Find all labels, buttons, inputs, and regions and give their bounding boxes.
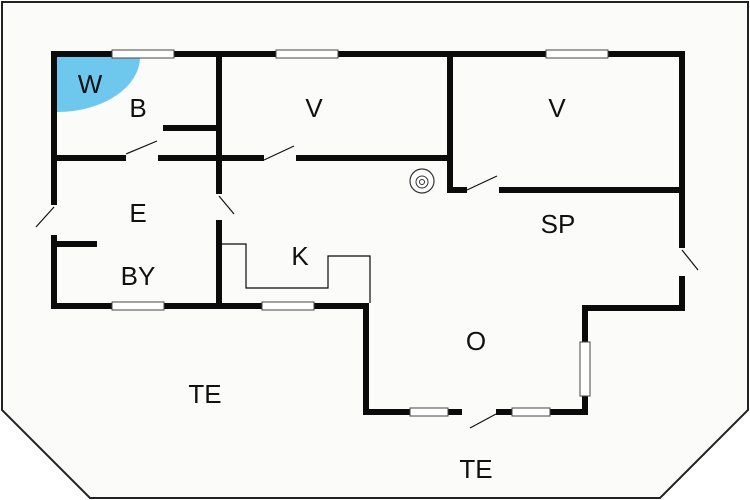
door-gap: [462, 408, 496, 416]
room-label-o: O: [466, 326, 486, 356]
window: [111, 301, 165, 311]
door-gap: [678, 248, 686, 276]
door-gap: [215, 194, 223, 220]
room-label-e: E: [129, 198, 146, 228]
door-leaf: [218, 195, 235, 215]
room-label-k: K: [291, 241, 309, 271]
house-interior: [54, 54, 682, 412]
door-leaf: [35, 206, 55, 228]
terrace-label: TE: [188, 379, 221, 409]
room-label-sp: SP: [541, 209, 576, 239]
window: [275, 49, 339, 59]
shower-area: [57, 57, 140, 112]
door-gap: [264, 154, 296, 162]
window: [111, 49, 175, 59]
kitchen-counter: [222, 243, 371, 303]
window: [579, 341, 591, 397]
windows: [111, 49, 609, 417]
door-gap: [126, 154, 158, 162]
door-leaf: [466, 175, 498, 191]
window: [511, 407, 551, 417]
room-label-v1: V: [305, 93, 323, 123]
window: [261, 301, 315, 311]
door-gap: [50, 205, 58, 235]
room-label-v2: V: [548, 93, 566, 123]
terrace-label: TE: [459, 454, 492, 484]
window: [545, 49, 609, 59]
window: [409, 407, 449, 417]
door-leaf: [469, 413, 497, 429]
door-leaf: [681, 249, 699, 271]
door-leaf: [125, 140, 158, 155]
doors: [35, 140, 699, 429]
door-leaf: [263, 145, 295, 161]
door-gap: [467, 186, 499, 194]
room-label-by: BY: [121, 261, 156, 291]
room-label-w: W: [78, 69, 103, 99]
wood-stove-icon: [409, 168, 435, 194]
room-label-b: B: [129, 93, 146, 123]
